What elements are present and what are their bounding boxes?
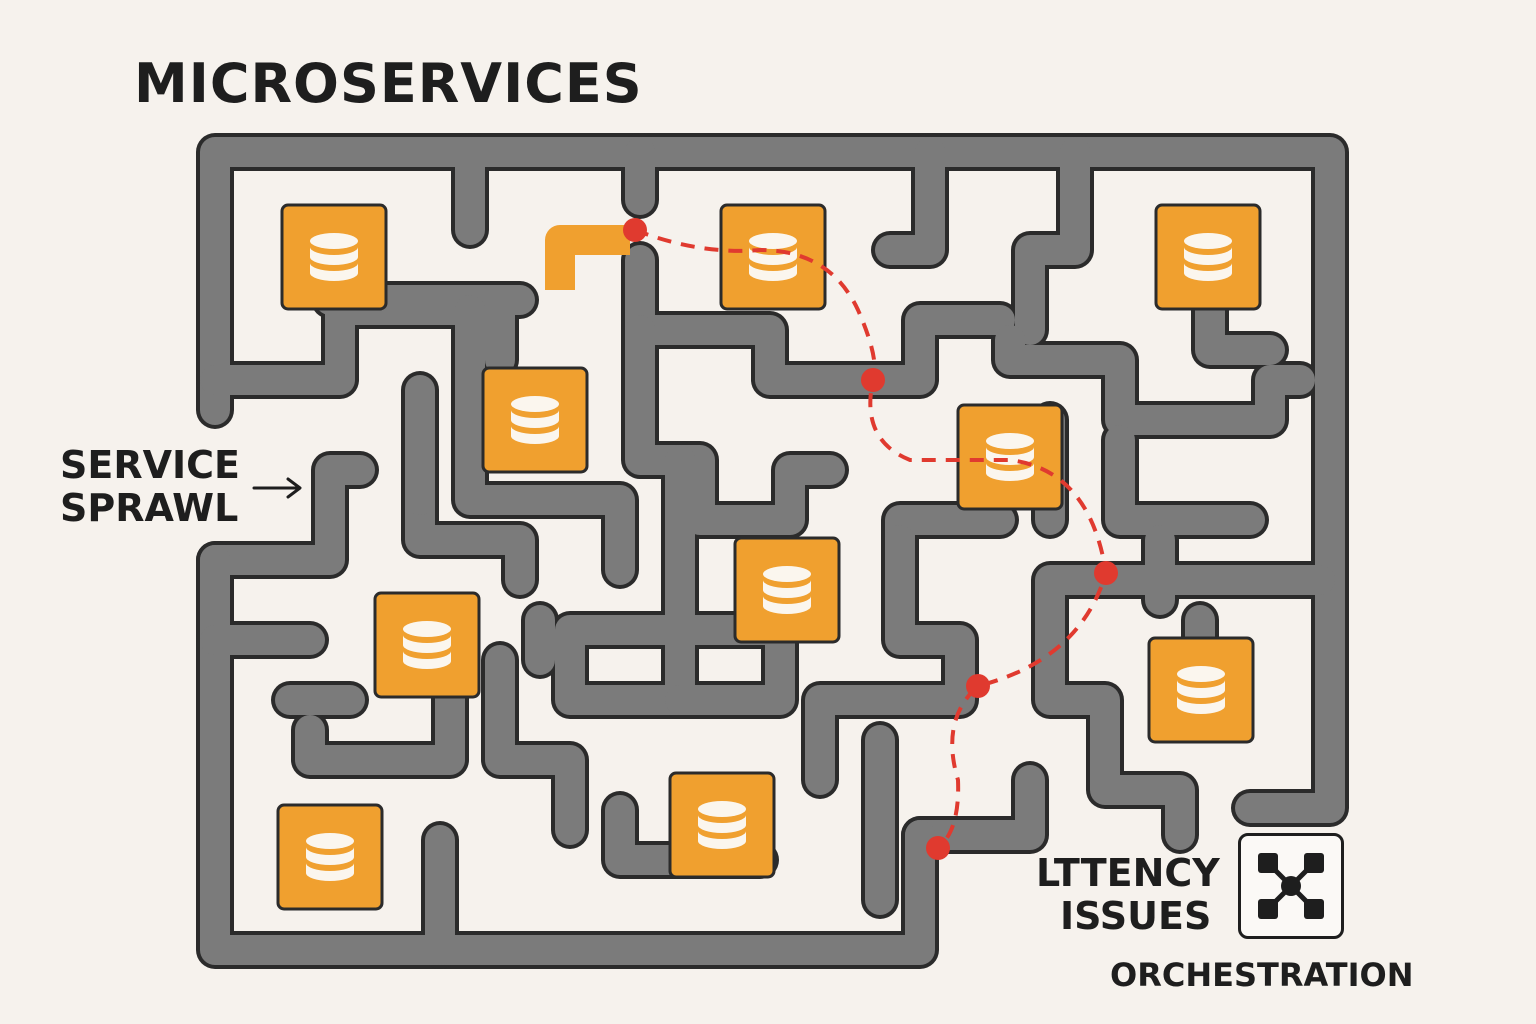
database-icon [403,621,451,669]
database-icon [306,833,354,881]
network-hub-icon [1238,833,1344,939]
service-node [1147,636,1255,744]
database-icon [310,233,358,281]
diagram-title: MICROSERVICES [134,52,643,115]
latency-hop [623,218,647,242]
service-node [373,591,481,699]
database-icon [986,433,1034,481]
database-icon [763,566,811,614]
service-node [733,536,841,644]
latency-hop [966,674,990,698]
database-icon [1177,666,1225,714]
service-node [956,403,1064,511]
latency-hop [861,368,885,392]
service-node [668,771,776,879]
arrow-right-icon [252,477,302,499]
service-node [1154,203,1262,311]
database-icon [749,233,797,281]
latency-hop [1094,561,1118,585]
service-node [276,803,384,911]
service-node [280,203,388,311]
latency-path [634,228,1109,850]
maze-walls [200,137,1345,965]
latency-hop [926,836,950,860]
service-node [719,203,827,311]
latency-issues-line-1: LTTENCY [1036,851,1220,895]
service-sprawl-label: SERVICE SPRAWL [60,444,240,529]
latency-issues-line-2: ISSUES [1060,893,1212,938]
highlighted-corridor [545,225,630,290]
orchestration-label: ORCHESTRATION [1110,956,1414,994]
latency-hops [623,218,1118,860]
database-icon [698,801,746,849]
service-nodes [276,203,1262,911]
service-node [481,366,589,474]
service-sprawl-line-2: SPRAWL [60,485,239,530]
service-sprawl-line-1: SERVICE [60,443,240,487]
database-icon [511,396,559,444]
latency-issues-label: LTTENCY ISSUES [1036,852,1220,937]
database-icon [1184,233,1232,281]
